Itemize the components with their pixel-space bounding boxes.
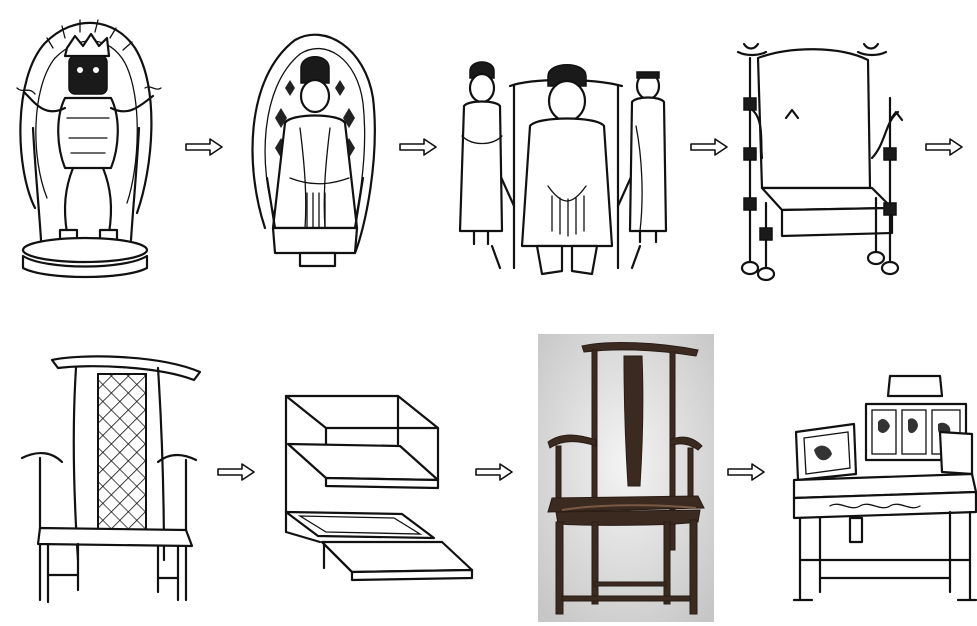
arrow-icon bbox=[689, 138, 729, 161]
arrow-icon bbox=[216, 463, 256, 486]
arrow-icon bbox=[184, 138, 224, 161]
arrow-icon bbox=[726, 463, 766, 486]
arrow-icon bbox=[398, 138, 438, 161]
arrow-icon bbox=[924, 138, 964, 161]
arrow-icon bbox=[474, 463, 514, 486]
seated-buddha-figure bbox=[245, 28, 380, 273]
deity-throne-figure bbox=[5, 8, 165, 283]
ornate-throne-figure bbox=[730, 38, 918, 283]
carved-armchair-figure bbox=[790, 370, 977, 610]
official-chair-figure bbox=[452, 56, 670, 278]
official-hat-chair-photo bbox=[538, 334, 714, 622]
yoke-back-chair-figure bbox=[18, 350, 206, 612]
frame-structure-figure bbox=[282, 392, 478, 584]
